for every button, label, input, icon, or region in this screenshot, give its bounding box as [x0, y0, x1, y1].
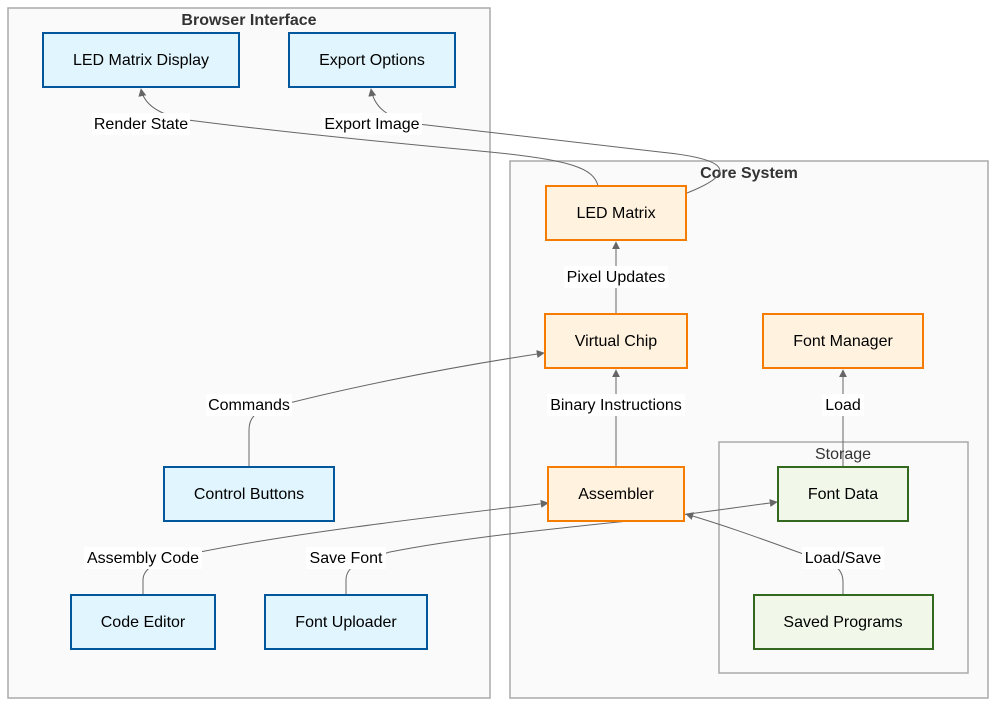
- load-save-label: Load/Save: [805, 550, 882, 567]
- font-data-node[interactable]: Font Data: [777, 466, 909, 522]
- font-data-label: Font Data: [808, 486, 878, 503]
- control-buttons-label: Control Buttons: [194, 486, 304, 503]
- font-uploader-node[interactable]: Font Uploader: [264, 594, 428, 650]
- saved-programs-label: Saved Programs: [783, 614, 902, 631]
- led-matrix-display-label: LED Matrix Display: [73, 52, 209, 69]
- led-matrix-display-node[interactable]: LED Matrix Display: [42, 32, 240, 88]
- load-label: Load: [825, 397, 861, 414]
- control-buttons-node[interactable]: Control Buttons: [163, 466, 335, 522]
- led-matrix-label: LED Matrix: [576, 205, 655, 222]
- render-state-label: Render State: [94, 116, 188, 133]
- commands-edge: [248, 350, 545, 466]
- saved-programs-node[interactable]: Saved Programs: [753, 594, 934, 650]
- export-options-label: Export Options: [319, 52, 425, 69]
- led-matrix-node[interactable]: LED Matrix: [545, 185, 687, 241]
- browser-interface-title: Browser Interface: [181, 12, 316, 29]
- assembler-label: Assembler: [578, 486, 654, 503]
- save-font-label: Save Font: [310, 550, 383, 567]
- edge-labels: Render State Export Image Pixel Updates …: [84, 113, 884, 569]
- assembler-node[interactable]: Assembler: [547, 466, 685, 522]
- assembly-code-label: Assembly Code: [87, 550, 199, 567]
- commands-label: Commands: [208, 397, 290, 414]
- font-manager-node[interactable]: Font Manager: [762, 313, 924, 369]
- code-editor-node[interactable]: Code Editor: [70, 594, 216, 650]
- font-uploader-label: Font Uploader: [295, 614, 397, 631]
- core-system-title: Core System: [700, 165, 798, 182]
- binary-instructions-label: Binary Instructions: [550, 397, 682, 414]
- font-manager-label: Font Manager: [793, 333, 893, 350]
- virtual-chip-node[interactable]: Virtual Chip: [544, 313, 688, 369]
- code-editor-label: Code Editor: [101, 614, 186, 631]
- virtual-chip-label: Virtual Chip: [575, 333, 658, 350]
- export-options-node[interactable]: Export Options: [288, 32, 456, 88]
- export-image-label: Export Image: [324, 116, 419, 133]
- pixel-updates-label: Pixel Updates: [567, 269, 666, 286]
